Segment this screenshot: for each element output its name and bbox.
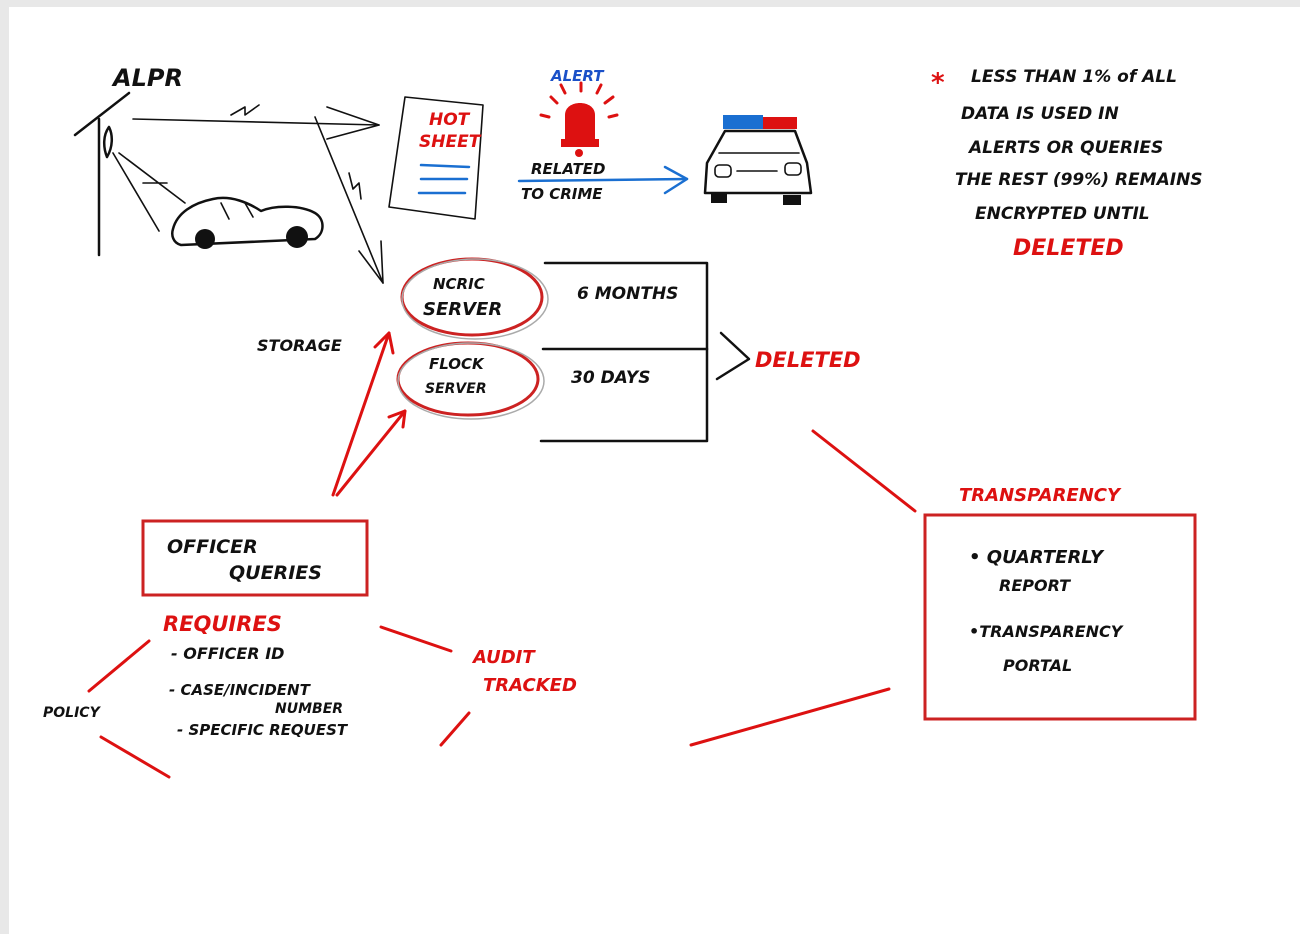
requirements-title: REQUIRES	[163, 612, 282, 636]
transparency-portal: •TRANSPARENCY	[969, 622, 1124, 641]
alert-beacon-icon	[539, 81, 619, 157]
retention-table	[539, 261, 709, 443]
retention-brace	[715, 331, 751, 381]
note-line2: DATA IS USED IN	[961, 104, 1119, 124]
transparency-box	[923, 513, 1197, 721]
transparency-quarterly-report-cont: REPORT	[999, 576, 1071, 595]
requirement-officer-id: - OFFICER ID	[171, 644, 284, 663]
note-line5: ENCRYPTED UNTIL	[975, 204, 1150, 224]
diagram-drawing: ALPR HOT SHEET ALERT RELATED TO CRIME	[43, 64, 1203, 779]
audit-line2: TRACKED	[483, 675, 577, 696]
ncric-retention: 6 MONTHS	[577, 284, 678, 304]
note-line1: LESS THAN 1% of ALL	[971, 67, 1177, 87]
requirement-case-number-cont: NUMBER	[275, 701, 343, 717]
note-line3: ALERTS OR QUERIES	[967, 138, 1163, 158]
queries-to-storage-arrows	[331, 331, 407, 497]
hot-sheet-line1: HOT	[429, 110, 471, 130]
alert-to-police-arrow	[517, 165, 689, 195]
note-line6: DELETED	[1013, 236, 1124, 261]
storage-label: STORAGE	[257, 336, 342, 355]
requirement-case-number: - CASE/INCIDENT	[169, 681, 312, 699]
transparency-title: TRANSPARENCY	[959, 485, 1122, 506]
transparency-quarterly-report: • QUARTERLY	[969, 547, 1105, 568]
flock-server-line1: FLOCK	[429, 355, 485, 373]
diagram-canvas: ALPR HOT SHEET ALERT RELATED TO CRIME	[9, 7, 1300, 934]
officer-queries-line1: OFFICER	[167, 536, 258, 558]
car-icon	[171, 196, 324, 249]
audit-line1: AUDIT	[471, 647, 536, 668]
officer-queries-box	[141, 519, 369, 597]
flock-server-line2: SERVER	[425, 381, 487, 397]
flock-server-circle	[396, 341, 545, 420]
note-star: *	[931, 68, 945, 98]
hot-sheet-line2: SHEET	[419, 132, 482, 152]
flock-retention: 30 DAYS	[571, 368, 650, 388]
crime-link-line2: TO CRIME	[521, 185, 603, 203]
alpr-label: ALPR	[111, 64, 183, 92]
transparency-portal-cont: PORTAL	[1003, 656, 1072, 675]
ncric-server-line1: NCRIC	[433, 275, 485, 293]
ncric-server-line2: SERVER	[423, 299, 502, 320]
storage-outcome: DELETED	[755, 348, 861, 372]
alert-label: ALERT	[550, 67, 605, 85]
crime-link-line1: RELATED	[531, 160, 605, 178]
ncric-server-circle	[400, 257, 549, 340]
requirement-specific-request: - SPECIFIC REQUEST	[177, 721, 349, 739]
policy-connectors	[87, 429, 917, 779]
hot-sheet-icon	[388, 96, 484, 220]
police-car-icon	[703, 115, 813, 205]
note-line4: THE REST (99%) REMAINS	[955, 170, 1203, 190]
officer-queries-line2: QUERIES	[229, 562, 322, 584]
alpr-camera-icon	[73, 91, 186, 257]
flow-to-storage-arrow	[314, 116, 384, 284]
policy-label: POLICY	[43, 705, 102, 721]
flow-to-hotsheet-arrow	[132, 104, 380, 140]
